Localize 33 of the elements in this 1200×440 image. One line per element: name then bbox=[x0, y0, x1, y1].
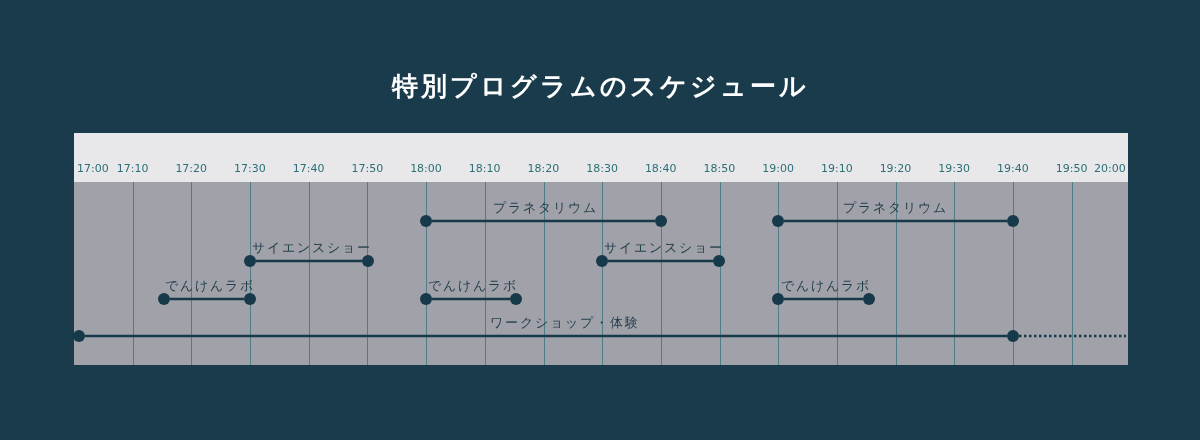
time-label: 18:50 bbox=[703, 162, 736, 176]
dotted-line bbox=[1019, 334, 1126, 338]
time-label: 19:00 bbox=[762, 162, 794, 176]
schedule-line bbox=[432, 297, 510, 301]
time-label: 17:40 bbox=[292, 162, 325, 176]
time-label: 20:00 bbox=[1094, 162, 1126, 176]
title: 特別プログラムのスケジュール bbox=[391, 70, 809, 102]
schedule-line bbox=[784, 297, 863, 301]
schedule-line bbox=[608, 259, 713, 263]
schedule-line bbox=[784, 219, 1007, 223]
schedule-line bbox=[170, 297, 244, 301]
program-label: サイエンスショー bbox=[252, 240, 372, 256]
time-label: 17:20 bbox=[175, 162, 208, 176]
schedule-line bbox=[256, 259, 362, 263]
program-label: でんけんラボ bbox=[428, 278, 518, 294]
time-label: 17:50 bbox=[351, 162, 384, 176]
time-label: 17:10 bbox=[116, 162, 149, 176]
time-label: 19:10 bbox=[820, 162, 853, 176]
time-label: 18:00 bbox=[410, 162, 442, 176]
time-label: 19:50 bbox=[1055, 162, 1088, 176]
time-label: 19:30 bbox=[938, 162, 970, 176]
time-label: 19:40 bbox=[997, 162, 1029, 176]
endpoint-dot bbox=[73, 330, 85, 342]
time-label: 17:00 bbox=[77, 162, 109, 176]
time-label: 18:40 bbox=[644, 162, 677, 176]
time-label: 18:20 bbox=[527, 162, 560, 176]
schedule-line bbox=[85, 334, 1007, 338]
program-label: サイエンスショー bbox=[604, 240, 724, 256]
time-label: 19:20 bbox=[879, 162, 912, 176]
time-label: 18:10 bbox=[468, 162, 501, 176]
time-label: 18:30 bbox=[586, 162, 618, 176]
time-label: 17:30 bbox=[234, 162, 266, 176]
schedule-line bbox=[432, 219, 655, 223]
